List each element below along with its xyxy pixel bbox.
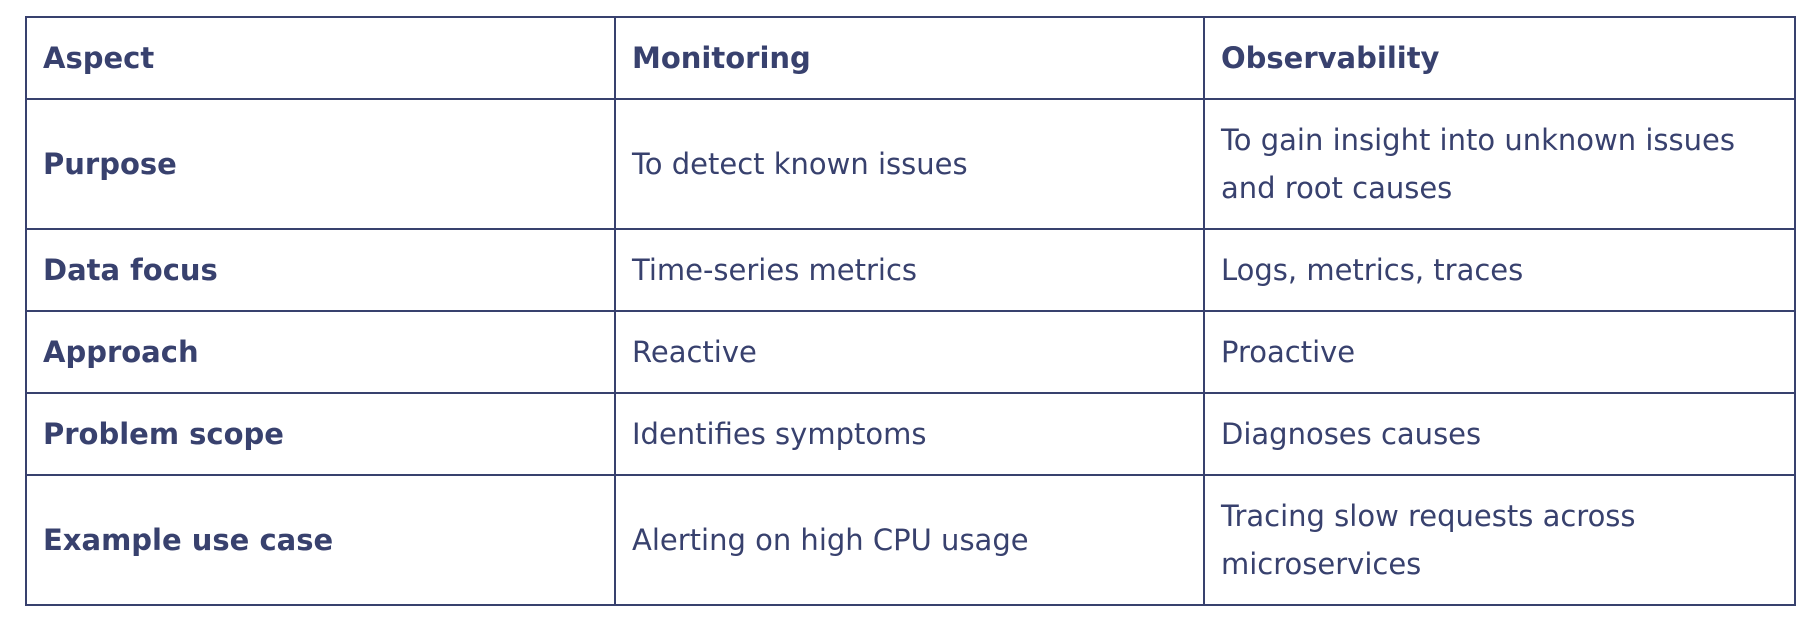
table-row: Example use case Alerting on high CPU us… xyxy=(25,474,1796,606)
table-row: Problem scope Identifies symptoms Diagno… xyxy=(25,392,1796,476)
row-aspect: Data focus xyxy=(25,228,616,312)
header-aspect: Aspect xyxy=(25,16,616,100)
comparison-table: Aspect Monitoring Observability Purpose … xyxy=(25,16,1796,606)
table-header-row: Aspect Monitoring Observability xyxy=(25,16,1796,100)
row-observability: Diagnoses causes xyxy=(1203,392,1796,476)
table-row: Approach Reactive Proactive xyxy=(25,310,1796,394)
row-monitoring: Alerting on high CPU usage xyxy=(614,474,1205,606)
row-aspect: Purpose xyxy=(25,98,616,230)
row-monitoring: Reactive xyxy=(614,310,1205,394)
table-row: Data focus Time-series metrics Logs, met… xyxy=(25,228,1796,312)
row-observability: To gain insight into unknown issues and … xyxy=(1203,98,1796,230)
row-monitoring: To detect known issues xyxy=(614,98,1205,230)
table-row: Purpose To detect known issues To gain i… xyxy=(25,98,1796,230)
row-observability: Logs, metrics, traces xyxy=(1203,228,1796,312)
row-observability: Proactive xyxy=(1203,310,1796,394)
row-aspect: Problem scope xyxy=(25,392,616,476)
row-monitoring: Identifies symptoms xyxy=(614,392,1205,476)
header-monitoring: Monitoring xyxy=(614,16,1205,100)
row-aspect: Example use case xyxy=(25,474,616,606)
row-monitoring: Time-series metrics xyxy=(614,228,1205,312)
row-observability: Tracing slow requests across microservic… xyxy=(1203,474,1796,606)
header-observability: Observability xyxy=(1203,16,1796,100)
row-aspect: Approach xyxy=(25,310,616,394)
